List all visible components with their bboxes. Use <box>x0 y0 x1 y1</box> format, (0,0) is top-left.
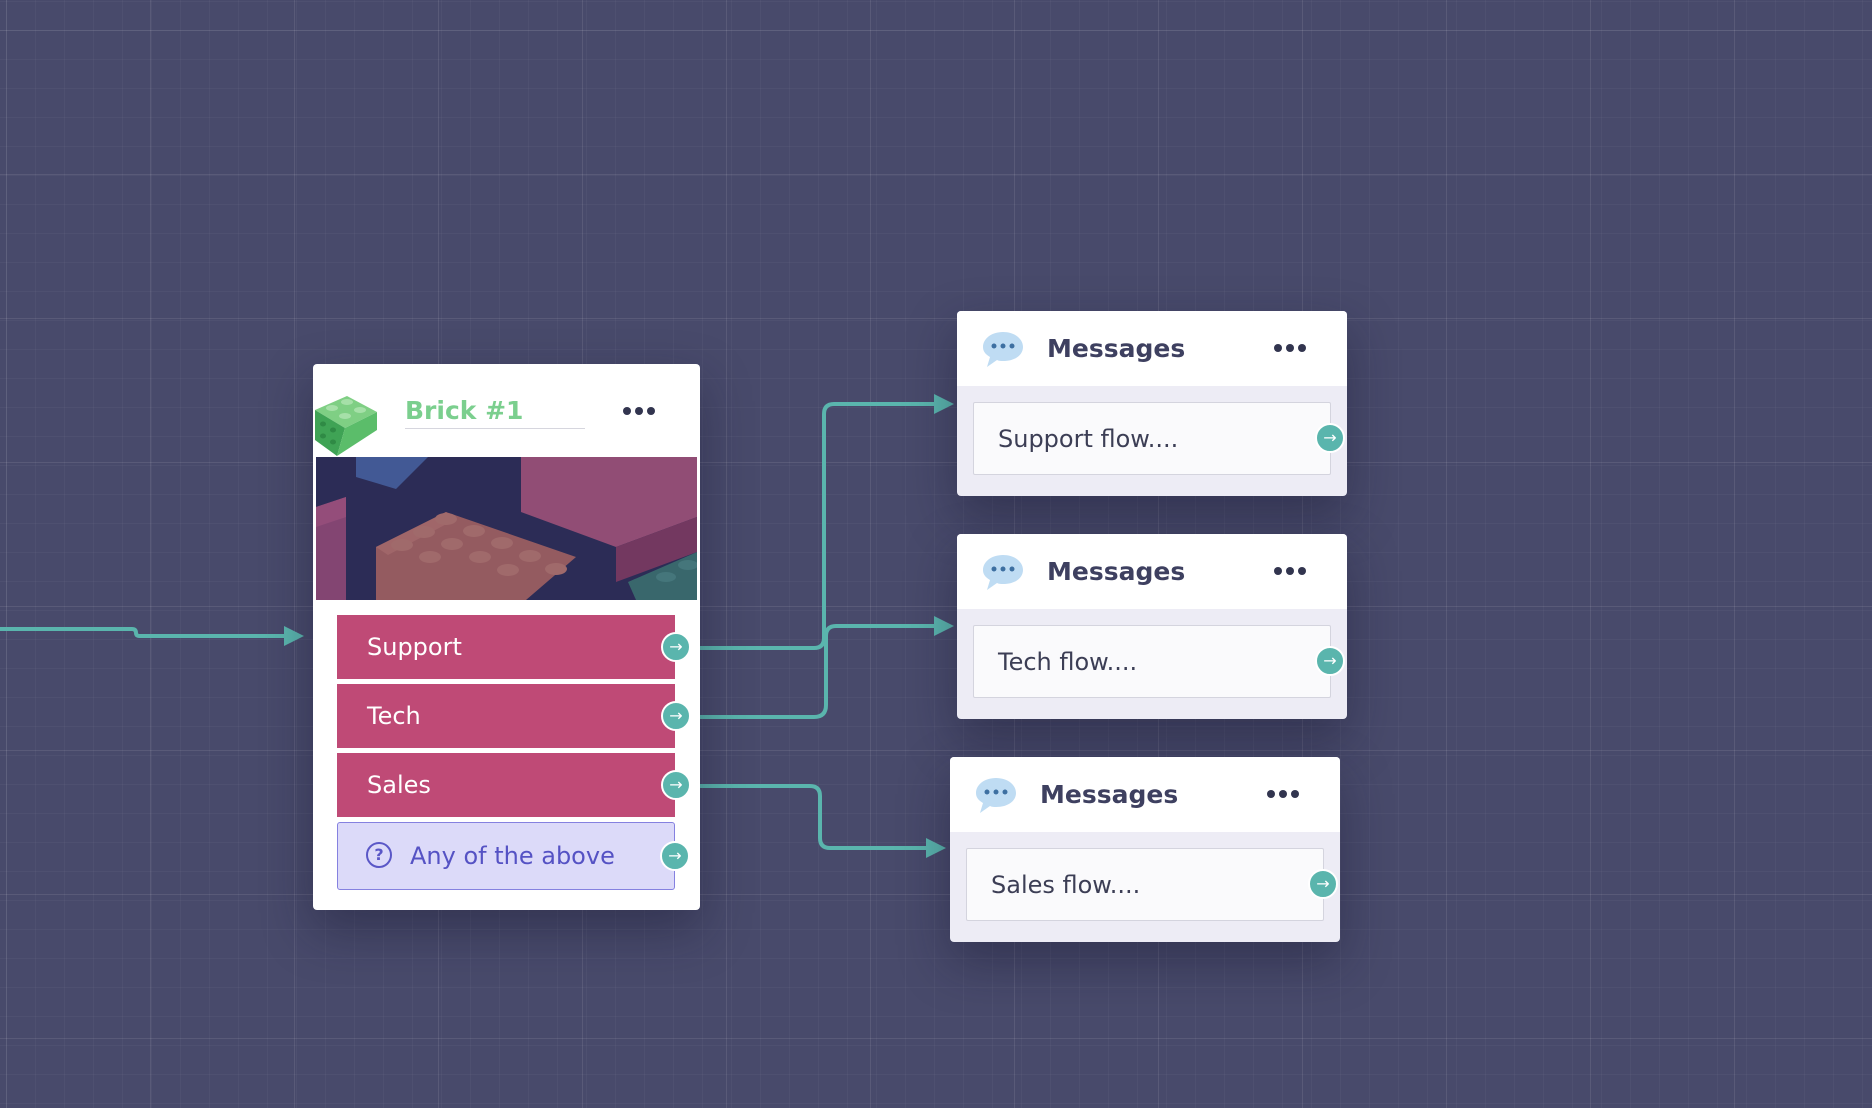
option-sales[interactable]: Sales → <box>337 753 691 817</box>
brick-menu-icon[interactable] <box>620 404 658 418</box>
wire-support[interactable] <box>700 394 954 650</box>
option-label: Tech <box>367 702 421 730</box>
wire-tech[interactable] <box>700 616 954 719</box>
lego-brick-icon <box>315 396 377 456</box>
messages-card-tech[interactable]: Messages Tech flow.... → <box>957 534 1347 719</box>
message-text: Sales flow.... <box>991 871 1141 899</box>
wire-sales[interactable] <box>700 784 946 858</box>
arrow-right-icon[interactable]: → <box>1308 869 1338 899</box>
brick-cover-image <box>316 457 697 600</box>
brick-header: Brick #1 <box>313 364 700 457</box>
messages-menu-icon[interactable] <box>1271 564 1309 578</box>
arrow-right-icon[interactable]: → <box>660 841 690 871</box>
chat-bubble-icon <box>983 332 1023 367</box>
arrow-right-icon[interactable]: → <box>661 770 691 800</box>
messages-menu-icon[interactable] <box>1271 341 1309 355</box>
messages-header: Messages <box>957 311 1347 386</box>
messages-title: Messages <box>1047 557 1186 586</box>
arrow-right-icon[interactable]: → <box>1315 646 1345 676</box>
option-tech[interactable]: Tech → <box>337 684 691 748</box>
option-label: Support <box>367 633 462 661</box>
question-circle-icon: ? <box>366 842 392 868</box>
message-text: Support flow.... <box>998 425 1179 453</box>
brick-card[interactable]: Brick #1 Support → Tech → Sales <box>313 364 700 910</box>
message-text: Tech flow.... <box>998 648 1138 676</box>
arrow-right-icon[interactable]: → <box>661 632 691 662</box>
message-text-field[interactable]: Support flow.... → <box>973 402 1345 475</box>
messages-card-support[interactable]: Messages Support flow.... → <box>957 311 1347 496</box>
option-support[interactable]: Support → <box>337 615 691 679</box>
option-label: Sales <box>367 771 431 799</box>
messages-header: Messages <box>950 757 1340 832</box>
messages-title: Messages <box>1040 780 1179 809</box>
chat-bubble-icon <box>976 778 1016 813</box>
message-text-field[interactable]: Tech flow.... → <box>973 625 1345 698</box>
messages-menu-icon[interactable] <box>1264 787 1302 801</box>
messages-card-sales[interactable]: Messages Sales flow.... → <box>950 757 1340 942</box>
wire-incoming[interactable] <box>0 626 304 646</box>
messages-header: Messages <box>957 534 1347 609</box>
brick-title[interactable]: Brick #1 <box>405 396 585 429</box>
option-any-of-the-above[interactable]: ? Any of the above → <box>337 822 690 890</box>
arrow-right-icon[interactable]: → <box>661 701 691 731</box>
message-text-field[interactable]: Sales flow.... → <box>966 848 1338 921</box>
messages-title: Messages <box>1047 334 1186 363</box>
arrow-right-icon[interactable]: → <box>1315 423 1345 453</box>
chat-bubble-icon <box>983 555 1023 590</box>
option-label: Any of the above <box>410 842 615 870</box>
